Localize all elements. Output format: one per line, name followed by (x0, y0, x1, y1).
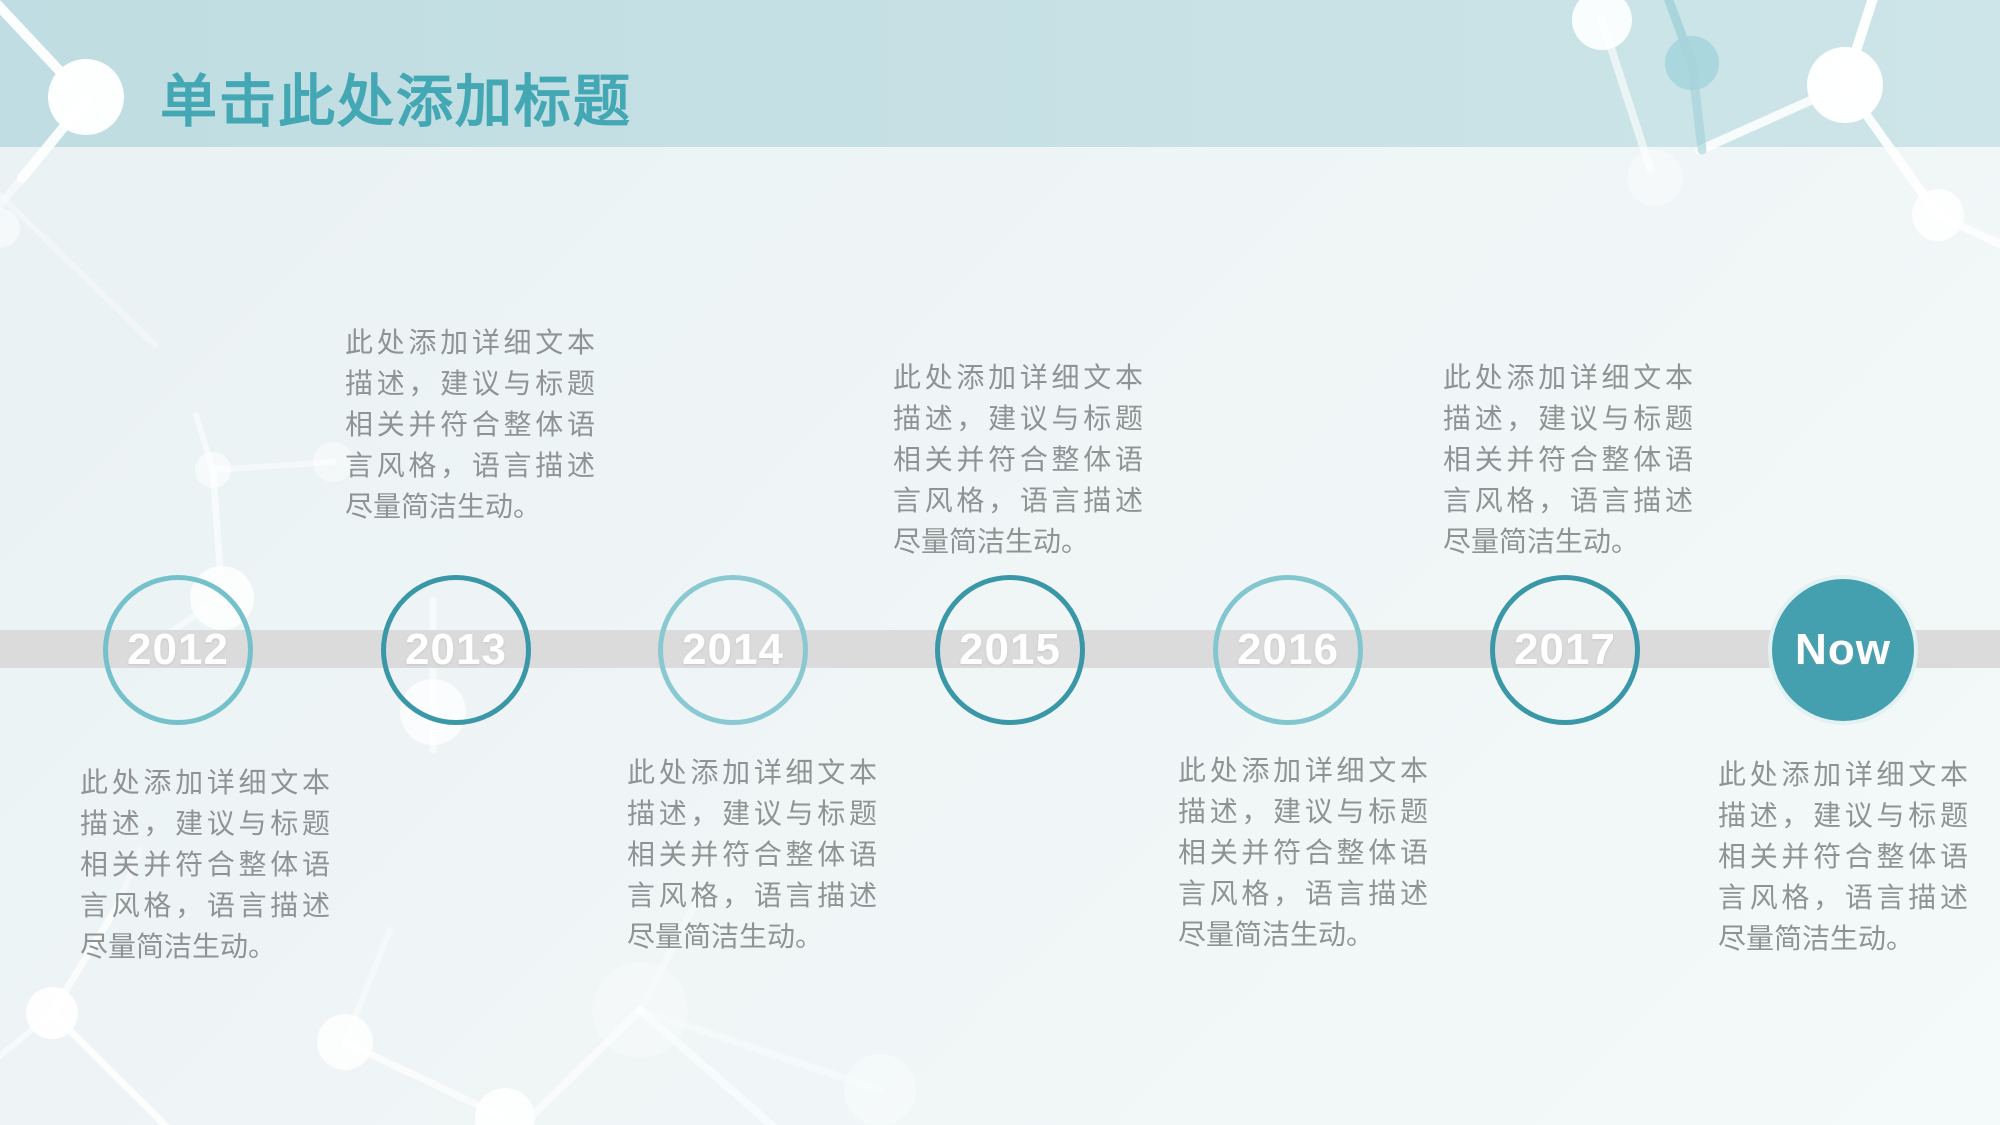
milestone-desc-2013[interactable]: 此处添加详细文本描述，建议与标题相关并符合整体语言风格，语言描述尽量简洁生动。 (345, 327, 595, 522)
milestone-circle-2013: 2013 (381, 575, 531, 725)
milestone-circle-2015: 2015 (935, 575, 1085, 725)
molecule-node (1912, 189, 1964, 241)
milestone-year-label: 2014 (682, 625, 784, 674)
molecule-node (475, 1088, 535, 1125)
milestone-desc-2015[interactable]: 此处添加详细文本描述，建议与标题相关并符合整体语言风格，语言描述尽量简洁生动。 (893, 362, 1143, 557)
milestone-year-label: 2012 (127, 625, 229, 674)
molecule-node (1627, 150, 1683, 206)
milestone-circle-2012: 2012 (103, 575, 253, 725)
milestone-desc-2014[interactable]: 此处添加详细文本描述，建议与标题相关并符合整体语言风格，语言描述尽量简洁生动。 (627, 757, 877, 952)
milestone-circle-now: Now (1768, 575, 1918, 725)
molecule-node (26, 987, 78, 1039)
molecule-node (0, 208, 20, 248)
molecule-node (195, 452, 231, 488)
milestone-desc-2017[interactable]: 此处添加详细文本描述，建议与标题相关并符合整体语言风格，语言描述尽量简洁生动。 (1443, 362, 1693, 557)
slide-title-placeholder[interactable]: 单击此处添加标题 (160, 70, 632, 134)
molecule-node (592, 962, 688, 1058)
molecule-node (844, 1054, 916, 1125)
milestone-year-label: 2015 (959, 625, 1061, 674)
milestone-year-label: Now (1795, 625, 1891, 674)
milestone-year-label: 2016 (1237, 625, 1339, 674)
milestone-desc-2016[interactable]: 此处添加详细文本描述，建议与标题相关并符合整体语言风格，语言描述尽量简洁生动。 (1178, 755, 1428, 950)
milestone-desc-now[interactable]: 此处添加详细文本描述，建议与标题相关并符合整体语言风格，语言描述尽量简洁生动。 (1718, 759, 1968, 954)
milestone-circle-2017: 2017 (1490, 575, 1640, 725)
molecule-node (317, 1014, 373, 1070)
milestone-year-label: 2017 (1514, 625, 1616, 674)
milestone-circle-2016: 2016 (1213, 575, 1363, 725)
milestone-circle-2014: 2014 (658, 575, 808, 725)
milestone-year-label: 2013 (405, 625, 507, 674)
milestone-desc-2012[interactable]: 此处添加详细文本描述，建议与标题相关并符合整体语言风格，语言描述尽量简洁生动。 (80, 767, 330, 962)
